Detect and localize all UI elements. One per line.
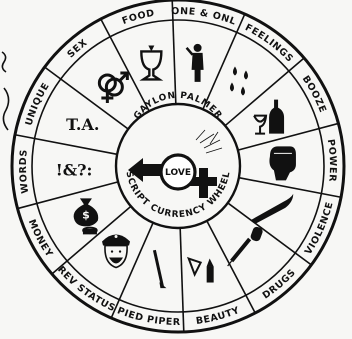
wine-glass-and-bottle-icon: [254, 100, 284, 134]
segment-label: ONE & ONLY: [0, 0, 237, 28]
segment-label-text: WORDS: [18, 149, 31, 194]
segment-label-text: UNIQUE: [24, 81, 52, 127]
segment-label-text: BOOZE: [300, 74, 328, 115]
segment-label-text: ONE & ONLY: [0, 0, 237, 28]
money-bag-icon: $: [74, 198, 99, 234]
segment-label-text: REV STATUS: [55, 264, 117, 314]
segment-divider: [203, 14, 245, 109]
segment-label: WORDS: [18, 149, 31, 194]
segment-label: UNIQUE: [24, 81, 52, 127]
segment-divider: [239, 178, 341, 198]
segment-label-text: FOOD: [121, 8, 156, 27]
segment-label: FOOD: [121, 8, 156, 27]
revolutionary-portrait-icon: [102, 235, 130, 268]
segment-label: REV STATUS: [55, 264, 117, 314]
segment-label-text: POWER: [325, 138, 338, 182]
love-label: LOVE: [165, 168, 191, 178]
trophy-cup-icon: [141, 45, 161, 79]
syringe-and-pills-icon: [228, 226, 264, 266]
mirror-and-lipstick-icon: [189, 259, 214, 283]
segment-divider: [207, 221, 255, 313]
svg-text:$: $: [82, 208, 90, 221]
sex-symbol-icon: [99, 73, 127, 103]
ta-letters-icon: T.A.: [66, 115, 99, 134]
raised-fist-icon: [269, 146, 296, 180]
knife-icon: [251, 194, 293, 224]
words-symbol-icon: !&?:: [56, 161, 93, 180]
segment-label: POWER: [325, 138, 338, 182]
flute-icon: [154, 250, 166, 288]
segment-label: BOOZE: [300, 74, 328, 115]
margin-scribble: [2, 52, 9, 130]
segment-divider: [15, 135, 117, 155]
svg-text:T.A.: T.A.: [66, 115, 99, 134]
segment-divider: [180, 228, 184, 332]
teardrops-icon: [230, 66, 248, 95]
standing-figure-icon: [187, 44, 204, 82]
svg-text:!&?:: !&?:: [56, 161, 93, 180]
